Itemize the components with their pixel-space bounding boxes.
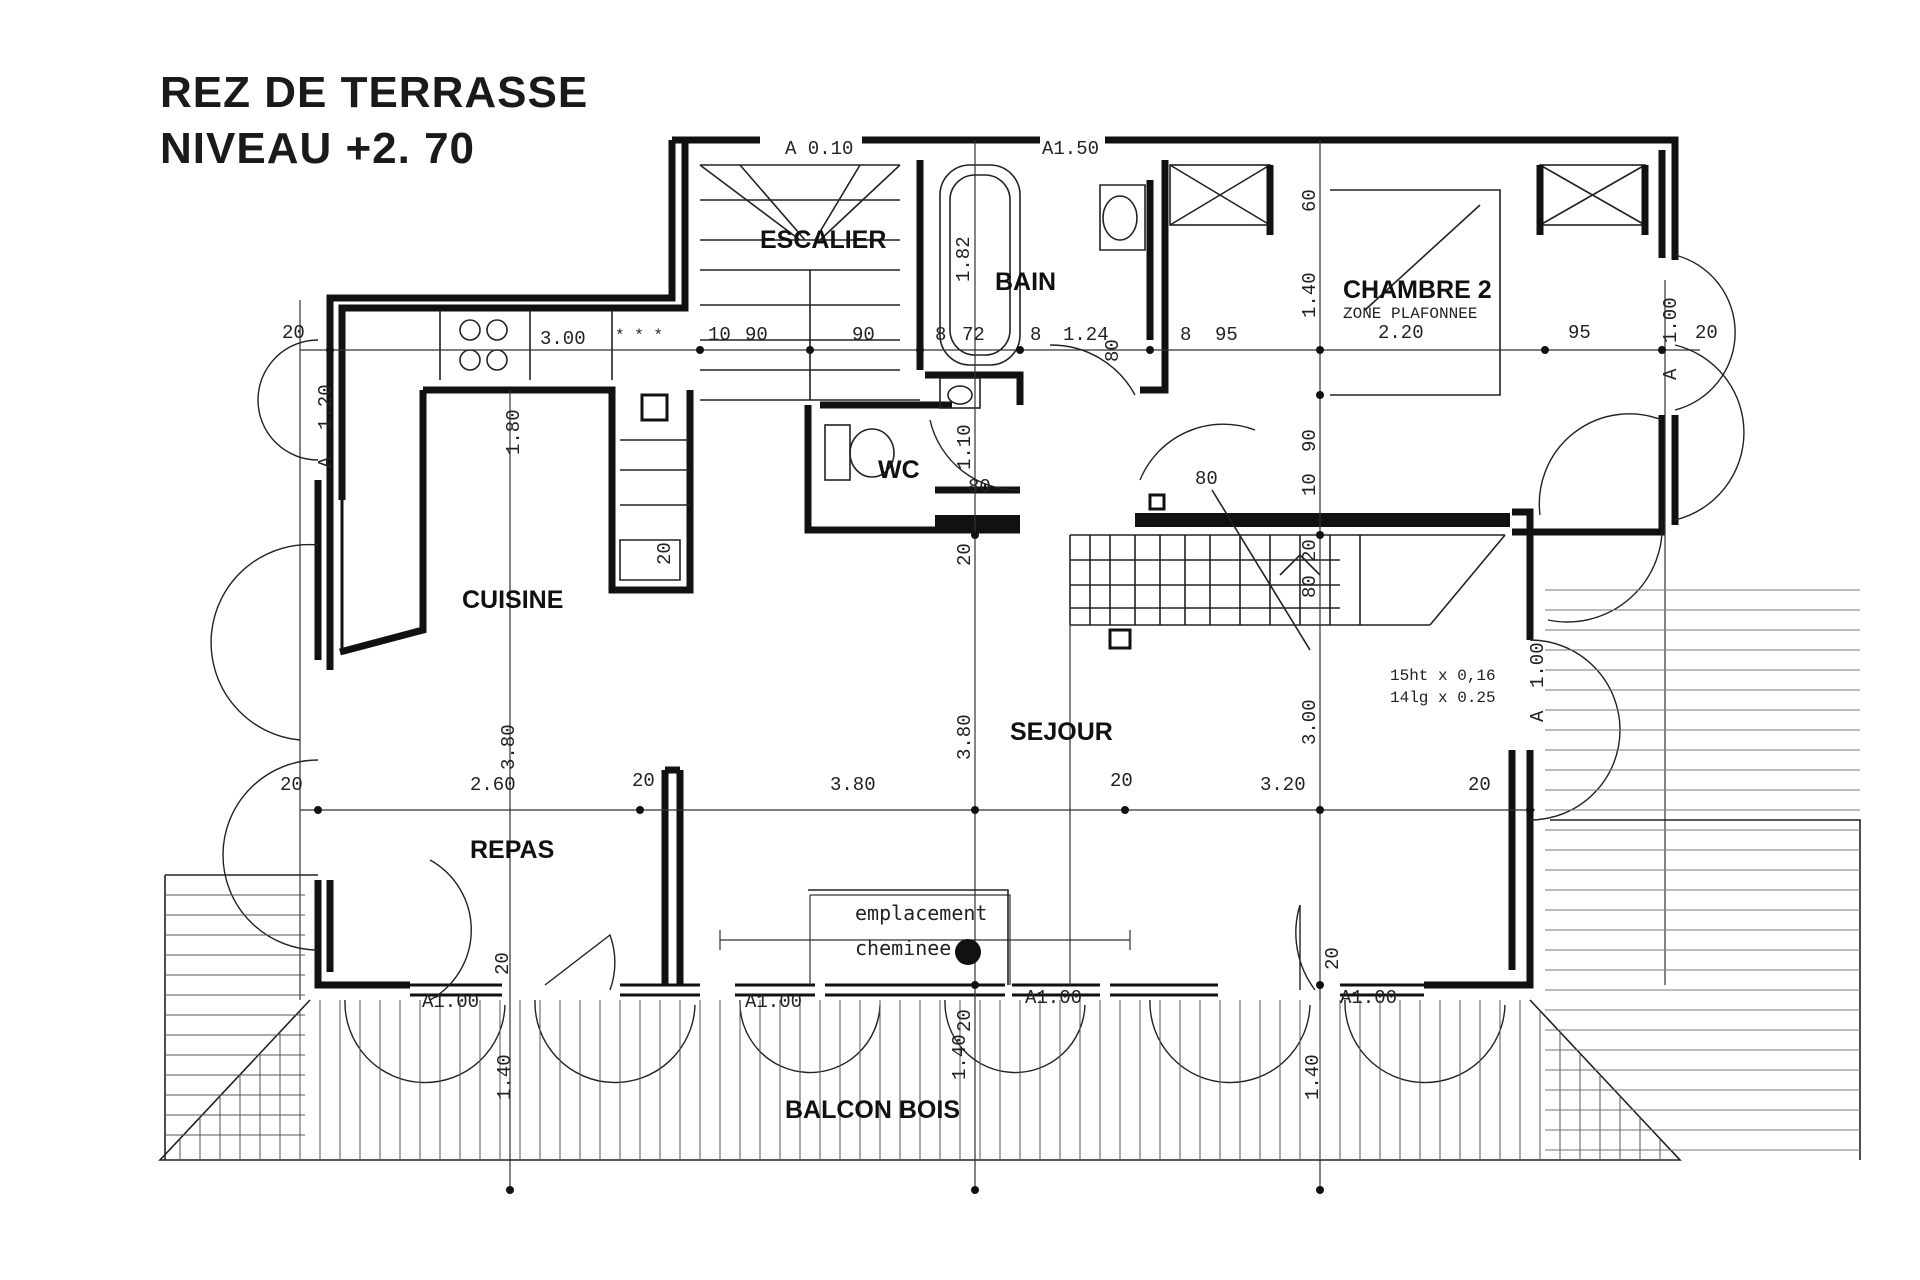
- dim-120: 1.20: [315, 384, 337, 430]
- dim-a100-3: A1.00: [1025, 987, 1082, 1009]
- dim-20-sejour: 20: [954, 543, 976, 566]
- dim-20-br: 20: [1322, 947, 1344, 970]
- stair-note-2: 14lg x 0.25: [1390, 689, 1496, 707]
- dim-260: 2.60: [470, 774, 516, 796]
- dim-20-stair: 20: [1299, 539, 1321, 562]
- dim-8-b: 8: [1030, 324, 1041, 346]
- bain-label: BAIN: [995, 268, 1056, 296]
- chambre-closets: [1161, 164, 1649, 396]
- zone-height-label: 2.20: [1378, 322, 1424, 344]
- dim-80-stair: 80: [1299, 575, 1321, 598]
- dim-20-b: 20: [1110, 770, 1133, 792]
- escalier-stairs: [699, 164, 920, 401]
- dim-20-bm: 20: [954, 1009, 976, 1032]
- dim-10: 10: [708, 324, 731, 346]
- stair-note-1: 15ht x 0,16: [1390, 667, 1496, 685]
- stove-marks: * * *: [615, 327, 663, 345]
- dim-140-bm: 1.40: [949, 1034, 971, 1080]
- dim-20-right: 20: [1695, 322, 1718, 344]
- dim-300: 3.00: [540, 328, 586, 350]
- dim-10-ch: 10: [1299, 473, 1321, 496]
- dim-90-a: 90: [745, 324, 768, 346]
- dim-20-mid: 20: [632, 770, 655, 792]
- dim-100-right-top: 1.00: [1660, 297, 1682, 343]
- balcon-label: BALCON BOIS: [785, 1096, 960, 1124]
- dim-80-bain: 80: [1102, 339, 1124, 362]
- chambre2-label: CHAMBRE 2: [1343, 276, 1492, 304]
- dim-90-b: 90: [852, 324, 875, 346]
- dim-60: 60: [1299, 189, 1321, 212]
- interior-walls: [339, 160, 1510, 985]
- dimension-ticks: [314, 346, 1666, 1194]
- dim-110: 1.10: [954, 424, 976, 470]
- zone-plafonnee-label: ZONE PLAFONNEE: [1343, 305, 1477, 323]
- plan-title: REZ DE TERRASSE: [160, 68, 589, 117]
- dim-a010: A 0.10: [785, 138, 853, 160]
- dim-380-mid: 3.80: [830, 774, 876, 796]
- dim-20-cuisine: 20: [654, 542, 676, 565]
- dim-20-left: 20: [282, 322, 305, 344]
- dim-a-right-top: A: [1660, 368, 1682, 380]
- dim-8-a: 8: [935, 324, 946, 346]
- dim-a-right: A: [1527, 710, 1549, 722]
- dim-80-ch: 80: [1195, 468, 1218, 490]
- dim-95-b: 95: [1568, 322, 1591, 344]
- dim-320: 3.20: [1260, 774, 1306, 796]
- dim-72: 72: [962, 324, 985, 346]
- dim-95-a: 95: [1215, 324, 1238, 346]
- bain-fixtures: [939, 164, 1146, 409]
- dim-380-left: 3.80: [498, 724, 520, 770]
- cheminee-label-2: cheminee: [855, 936, 951, 960]
- dim-a150: A1.50: [1042, 138, 1099, 160]
- dim-8-c: 8: [1180, 324, 1191, 346]
- dim-a100-2: A1.00: [745, 991, 802, 1013]
- dim-20-c: 20: [1468, 774, 1491, 796]
- dim-80-wc: 80: [968, 476, 991, 498]
- dim-a-left: A: [315, 456, 337, 468]
- repas-label: REPAS: [470, 836, 554, 864]
- dim-380-v: 3.80: [954, 714, 976, 760]
- wc-label: WC: [878, 456, 920, 484]
- dim-20-repas: 20: [280, 774, 303, 796]
- sejour-stairs: [1069, 489, 1506, 651]
- dim-140-br: 1.40: [1302, 1054, 1324, 1100]
- dim-124: 1.24: [1063, 324, 1109, 346]
- kitchen-fixtures: * * *: [439, 310, 690, 581]
- dim-300-v: 3.00: [1299, 699, 1321, 745]
- balcon-slats: [165, 589, 1860, 1160]
- dim-182: 1.82: [953, 236, 975, 282]
- dim-180: 1.80: [503, 409, 525, 455]
- dim-140-bl: 1.40: [494, 1054, 516, 1100]
- dim-a100-1: A1.00: [422, 991, 479, 1013]
- dim-20-bottom-left: 20: [492, 952, 514, 975]
- dim-90-ch: 90: [1299, 429, 1321, 452]
- wc-fixture: [824, 424, 895, 481]
- dim-a100-4: A1.00: [1340, 987, 1397, 1009]
- dim-100-right: 1.00: [1527, 642, 1549, 688]
- cuisine-label: CUISINE: [462, 586, 563, 614]
- cheminee-area: [808, 889, 1009, 985]
- sejour-label: SEJOUR: [1010, 718, 1113, 746]
- cheminee-label-1: emplacement: [855, 901, 987, 925]
- dim-140-top: 1.40: [1299, 272, 1321, 318]
- plan-level: NIVEAU +2. 70: [160, 124, 476, 173]
- escalier-label: ESCALIER: [760, 226, 886, 254]
